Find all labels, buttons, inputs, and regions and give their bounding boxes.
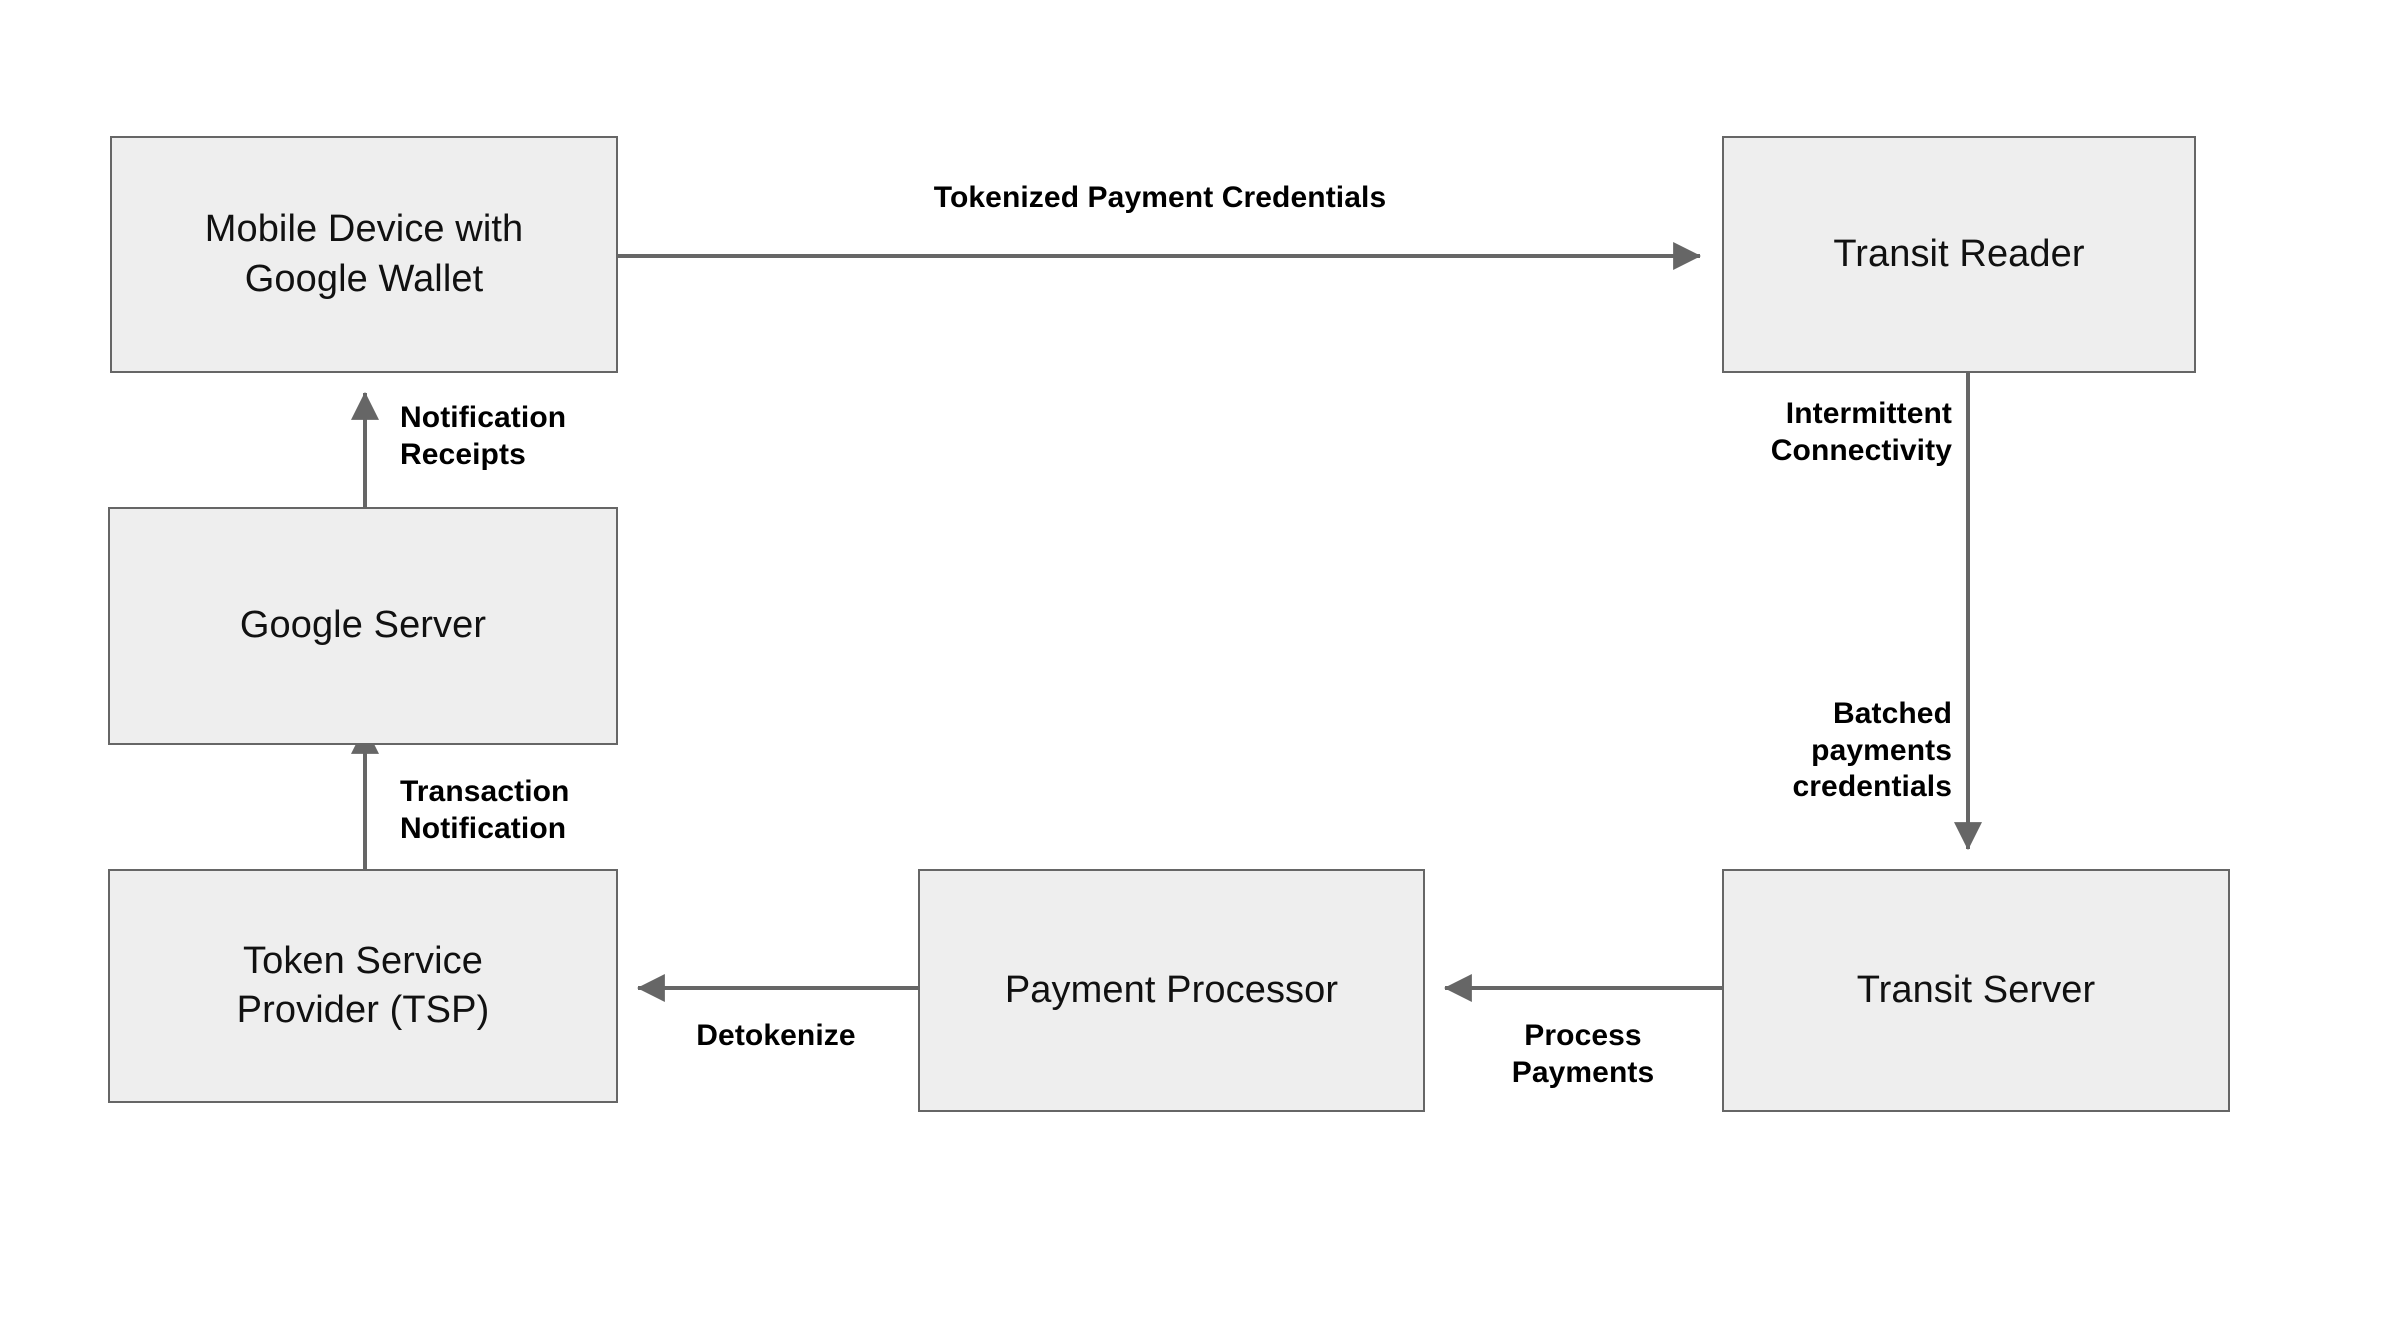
node-transit-server[interactable]: Transit Server xyxy=(1722,869,2230,1112)
edge-label-batched-payments-credentials: Batched payments credentials xyxy=(1792,697,1952,804)
node-payment-processor-label: Payment Processor xyxy=(1004,968,1339,1011)
edge-label-process-payments: Process Payments xyxy=(1511,1019,1655,1089)
edge-label-notification-receipts: Notification Receipts xyxy=(400,401,567,471)
node-token-service-provider[interactable]: Token Service Provider (TSP) xyxy=(108,869,618,1103)
node-google-server[interactable]: Google Server xyxy=(108,507,618,745)
node-transit-server-label: Transit Server xyxy=(1856,968,2096,1011)
node-mobile-device[interactable]: Mobile Device with Google Wallet xyxy=(110,136,618,373)
edge-label-intermittent-connectivity: Intermittent Connectivity xyxy=(1770,397,1952,467)
node-payment-processor[interactable]: Payment Processor xyxy=(918,869,1425,1112)
node-transit-reader[interactable]: Transit Reader xyxy=(1722,136,2196,373)
edge-label-detokenize: Detokenize xyxy=(696,1019,856,1052)
node-mobile-device-label: Mobile Device with Google Wallet xyxy=(204,208,524,300)
node-transit-reader-label: Transit Reader xyxy=(1833,232,2085,275)
edge-label-transaction-notification: Transaction Notification xyxy=(400,775,570,845)
node-token-service-provider-label: Token Service Provider (TSP) xyxy=(236,939,490,1031)
node-google-server-label: Google Server xyxy=(239,604,487,647)
edge-label-tokenized-payment-credentials: Tokenized Payment Credentials xyxy=(933,181,1387,214)
